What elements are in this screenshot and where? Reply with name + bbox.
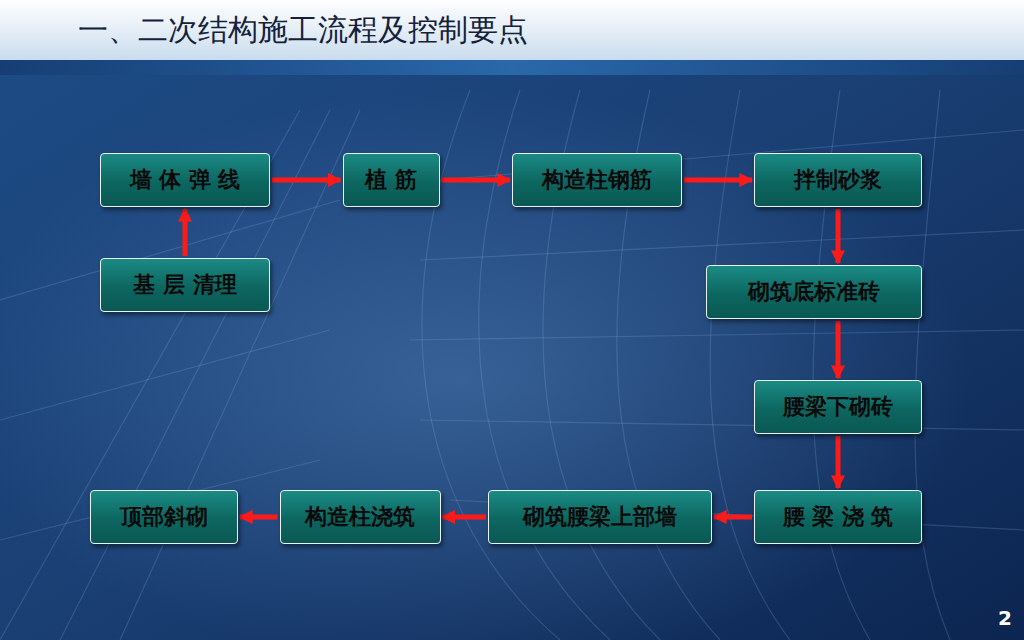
page-number: 2	[998, 606, 1012, 630]
flow-arrow	[836, 209, 841, 263]
title-bar	[0, 0, 1024, 60]
flow-arrow	[714, 515, 752, 520]
step-label: 构造柱浇筑	[305, 504, 415, 530]
step-label: 腰 梁 浇 筑	[783, 504, 894, 530]
flow-arrow	[272, 178, 341, 183]
step-label: 砌筑腰梁上部墙	[523, 504, 677, 530]
step-label: 植 筋	[365, 167, 417, 193]
flow-arrow	[836, 321, 841, 378]
process-box: 砌筑底标准砖	[706, 265, 922, 319]
step-label: 腰梁下砌砖	[783, 394, 893, 420]
flow-arrow	[240, 515, 278, 520]
step-label: 墙 体 弹 线	[130, 167, 241, 193]
process-box: 腰 梁 浇 筑	[754, 490, 922, 544]
step-label: 构造柱钢筋	[542, 167, 652, 193]
process-box: 拌制砂浆	[754, 153, 922, 207]
process-box: 墙 体 弹 线	[100, 153, 270, 207]
process-box: 顶部斜砌	[90, 490, 238, 544]
flow-arrow	[684, 178, 752, 183]
flow-arrow	[443, 515, 487, 520]
process-box: 基 层 清理	[100, 258, 270, 312]
process-box: 植 筋	[343, 153, 440, 207]
flow-arrow	[836, 436, 841, 488]
title-band	[0, 60, 1024, 75]
flow-arrow	[183, 209, 188, 256]
process-box: 腰梁下砌砖	[754, 380, 922, 434]
glow	[0, 60, 1024, 640]
process-box: 构造柱钢筋	[512, 153, 682, 207]
step-label: 顶部斜砌	[120, 504, 208, 530]
process-box: 构造柱浇筑	[280, 490, 441, 544]
building-lines	[0, 90, 1024, 640]
step-label: 砌筑底标准砖	[748, 279, 880, 305]
process-box: 砌筑腰梁上部墙	[488, 490, 712, 544]
step-label: 基 层 清理	[133, 272, 236, 298]
slide-title: 一、二次结构施工流程及控制要点	[78, 10, 528, 49]
step-label: 拌制砂浆	[794, 167, 882, 193]
flow-arrow	[442, 178, 511, 183]
